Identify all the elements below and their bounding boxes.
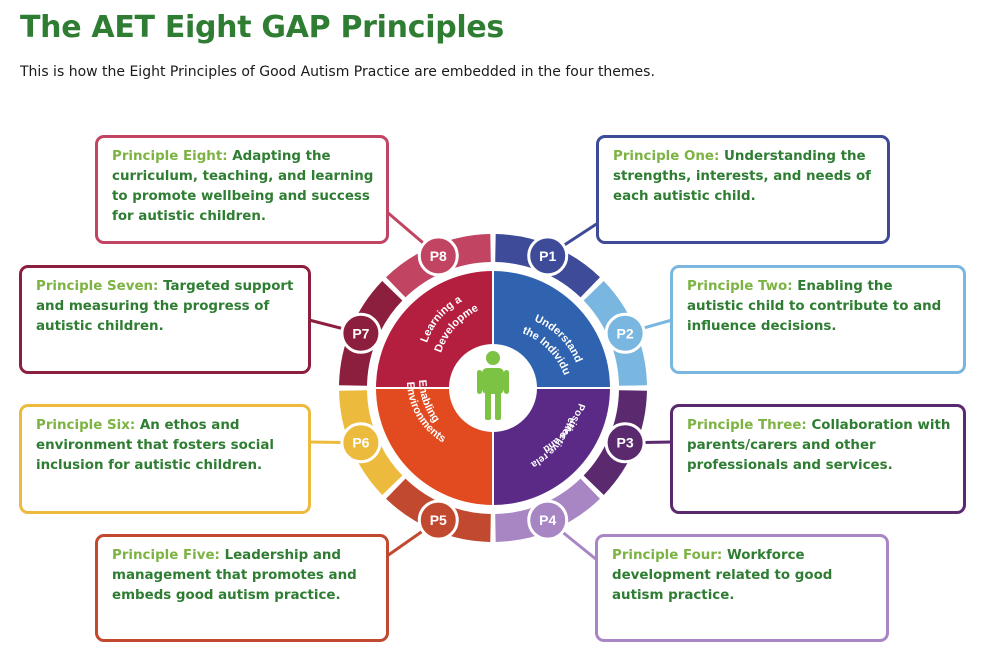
badge-p5-label: P5: [430, 512, 447, 528]
badge-p1-label: P1: [539, 248, 556, 264]
principle-six-text: An ethos and environment that fosters so…: [36, 418, 274, 473]
principle-seven-text: Targeted support and measuring the progr…: [36, 279, 294, 334]
principle-four-box: Principle Four: Workforce development re…: [595, 534, 889, 642]
badge-p3-label: P3: [617, 435, 634, 451]
badge-p3-circle: [604, 422, 646, 464]
badge-p7-label: P7: [352, 325, 369, 341]
principle-five-title: Principle Five:: [112, 548, 220, 563]
principle-six-title: Principle Six:: [36, 418, 136, 433]
badge-p4-label: P4: [539, 512, 556, 528]
badge-p2-circle: [604, 312, 646, 354]
badge-p8-circle: [417, 235, 459, 277]
principle-six-box: Principle Six: An ethos and environment …: [19, 404, 311, 514]
principle-three-text: Collaboration with parents/carers and ot…: [687, 418, 951, 473]
principle-two-title: Principle Two:: [687, 279, 793, 294]
principle-two-text: Enabling the autistic child to contribut…: [687, 279, 942, 334]
person-icon: [477, 351, 509, 420]
principle-four-text: Workforce development related to good au…: [612, 548, 833, 603]
principle-eight-box: Principle Eight: Adapting the curriculum…: [95, 135, 389, 244]
principle-three-box: Principle Three: Collaboration with pare…: [670, 404, 966, 514]
principle-one-box: Principle One: Understanding the strengt…: [596, 135, 890, 244]
page-subtitle: This is how the Eight Principles of Good…: [20, 64, 655, 80]
badge-p8-label: P8: [430, 248, 447, 264]
badge-p6-circle: [340, 422, 382, 464]
badge-p1-circle: [527, 235, 569, 277]
principle-three-title: Principle Three:: [687, 418, 807, 433]
principle-one-text: Understanding the strengths, interests, …: [613, 149, 871, 204]
principle-one-title: Principle One:: [613, 149, 720, 164]
principle-eight-title: Principle Eight:: [112, 149, 228, 164]
principle-seven-box: Principle Seven: Targeted support and me…: [19, 265, 311, 374]
badge-p5-circle: [417, 499, 459, 541]
principle-eight-text: Adapting the curriculum, teaching, and l…: [112, 149, 374, 224]
principle-seven-title: Principle Seven:: [36, 279, 159, 294]
principle-four-title: Principle Four:: [612, 548, 723, 563]
badge-p4-circle: [527, 499, 569, 541]
badge-p6-label: P6: [352, 435, 369, 451]
page-title: The AET Eight GAP Principles: [20, 10, 504, 45]
principle-five-text: Leadership and management that promotes …: [112, 548, 357, 603]
principle-five-box: Principle Five: Leadership and managemen…: [95, 534, 389, 642]
badge-p7-circle: [340, 312, 382, 354]
badge-p2-label: P2: [617, 325, 634, 341]
principle-two-box: Principle Two: Enabling the autistic chi…: [670, 265, 966, 374]
